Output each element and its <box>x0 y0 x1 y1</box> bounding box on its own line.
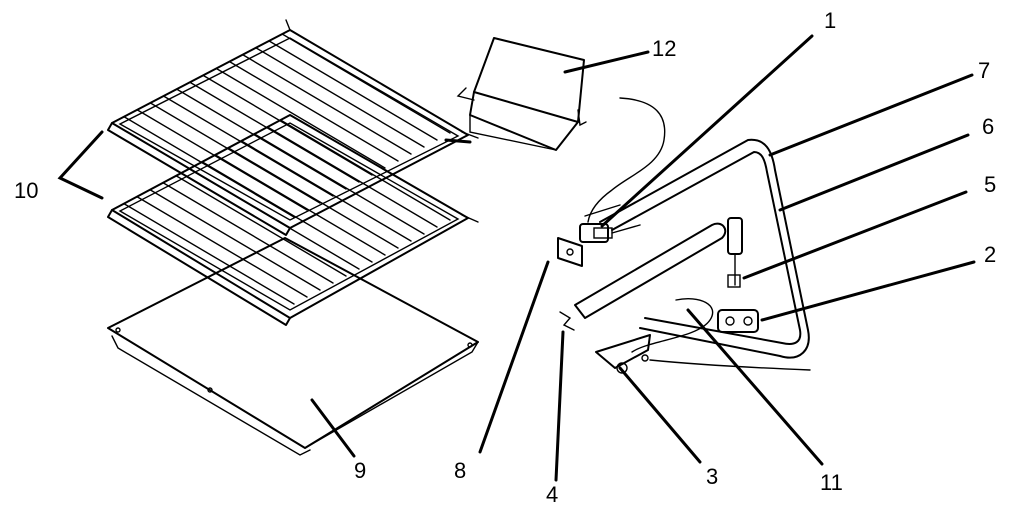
mounting-bracket <box>557 237 583 267</box>
callout-6: 6 <box>982 114 994 139</box>
callout-11: 11 <box>820 470 843 495</box>
gas-tube <box>559 222 727 331</box>
callout-1: 1 <box>824 8 836 33</box>
sensor <box>727 217 743 288</box>
callout-labels: 1 12 7 6 5 10 2 9 8 3 11 4 <box>14 8 996 507</box>
callout-10: 10 <box>14 178 38 203</box>
callout-5: 5 <box>984 172 996 197</box>
leader-lines <box>57 34 976 482</box>
oven-rack-upper <box>107 19 479 236</box>
callout-9: 9 <box>354 458 366 483</box>
callout-4: 4 <box>546 482 558 507</box>
callout-12: 12 <box>652 36 676 61</box>
orifice-fitting <box>595 334 651 374</box>
callout-2: 2 <box>984 242 996 267</box>
bracket-cover <box>456 37 587 151</box>
oven-rack-lower <box>107 114 479 326</box>
callout-3: 3 <box>706 464 718 489</box>
capillary-line <box>631 298 811 371</box>
wire-harness <box>587 97 666 223</box>
callout-8: 8 <box>454 458 466 483</box>
igniter <box>579 204 641 243</box>
callout-7: 7 <box>978 58 990 83</box>
oven-bottom-panel <box>107 237 479 456</box>
safety-valve <box>717 309 759 333</box>
burner-tube <box>599 138 810 359</box>
